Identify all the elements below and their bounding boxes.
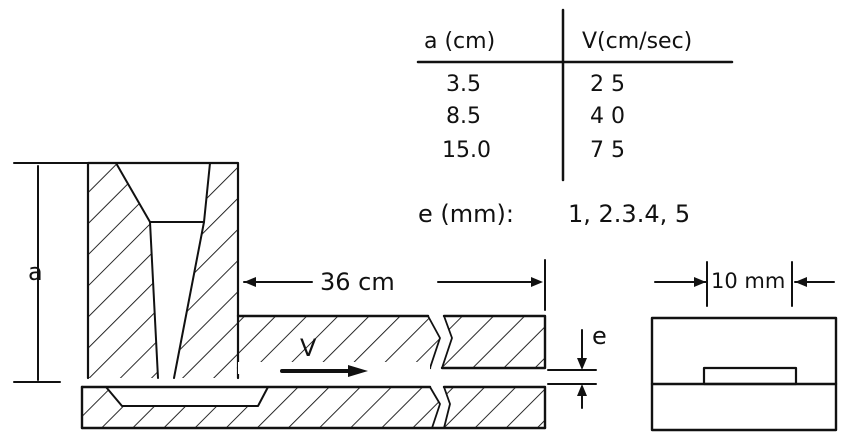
table-cell-a-3: 15.0 [442,138,491,163]
height-label: a [28,258,43,286]
gap-values-text: 1, 2.3.4, 5 [568,200,690,228]
table-cell-v-3: 7 5 [590,138,625,163]
gap-values: e (mm): 1, 2.3.4, 5 [418,200,690,228]
gap-dimension-label: e [592,322,607,350]
lower-plate [80,385,547,430]
velocity-label: V [300,334,317,362]
table-cell-a-2: 8.5 [446,104,481,129]
table-header-v: V(cm/sec) [582,29,692,54]
cross-section: 10 mm [650,261,838,432]
upper-plate [236,314,547,370]
gap-dimension: e [547,322,607,409]
funnel-block [86,161,240,380]
length-label: 36 cm [320,268,395,296]
table-header-a: a (cm) [424,29,495,54]
height-dimension: a [13,162,89,383]
gap-label: e (mm): [418,200,514,228]
velocity-arrow: V [238,334,430,377]
data-table: a (cm) V(cm/sec) 3.5 2 5 8.5 4 0 15.0 7 … [416,8,734,182]
table-cell-a-1: 3.5 [446,72,481,97]
width-label: 10 mm [711,269,785,293]
length-dimension: 36 cm [243,259,546,311]
table-cell-v-2: 4 0 [590,104,625,129]
table-cell-v-1: 2 5 [590,72,625,97]
